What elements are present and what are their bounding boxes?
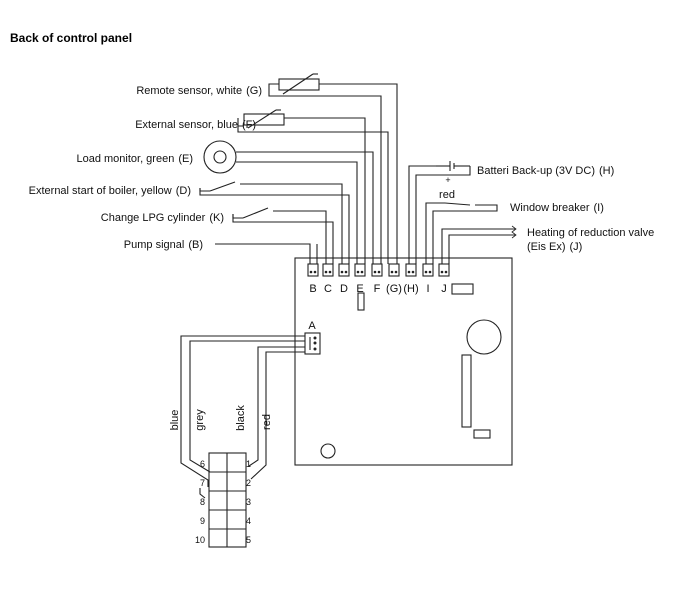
label-pump-signal: Pump signal(B): [124, 239, 203, 251]
pump-signal-wire: [215, 243, 311, 264]
terminal-1: [322, 263, 334, 277]
terminal-pin: [411, 270, 415, 274]
cable-a-to-plug: [180, 335, 305, 499]
plug-pin-number: 1: [246, 459, 251, 469]
battery-icon: [408, 161, 471, 264]
terminal-0: [307, 263, 319, 277]
terminal-pin: [424, 270, 428, 274]
battery-wire-color: red: [439, 189, 455, 201]
plug-pin-number: 8: [200, 497, 205, 507]
terminal-3: [354, 263, 366, 277]
label-heating-valve: Heating of reduction valve: [527, 227, 654, 239]
board-component-buzzer: [466, 319, 502, 355]
terminal-4: [371, 263, 383, 277]
plug-pin-number: 7: [200, 478, 205, 488]
board-component-strip: [461, 354, 472, 428]
heating-valve-icon: [441, 225, 517, 264]
label-battery: Batteri Back-up (3V DC)(H): [477, 165, 614, 177]
terminal-pin: [407, 270, 411, 274]
plug-pin-number: 10: [195, 535, 205, 545]
change-lpg-switch-icon: [232, 207, 334, 264]
plug-pin-number: 4: [246, 516, 251, 526]
plug-pins-left: 6 7 8 9 10: [195, 459, 205, 545]
wire-color-grey: grey: [194, 409, 206, 431]
battery-polarity: +: [445, 175, 450, 185]
terminal-pin: [390, 270, 394, 274]
remote-sensor-resistor-icon: [268, 73, 398, 264]
terminal-pin: [344, 270, 348, 274]
terminal-label: (H): [403, 283, 418, 295]
plug-pin-number: 5: [246, 535, 251, 545]
label-load-monitor: Load monitor, green(E): [76, 153, 193, 165]
window-breaker-switch-icon: [425, 202, 498, 264]
board-component-vertical: [357, 292, 365, 311]
label-change-lpg: Change LPG cylinder(K): [101, 212, 224, 224]
terminal-label: F: [374, 283, 381, 295]
board-mounting-hole: [320, 443, 336, 459]
terminal-label: D: [340, 283, 348, 295]
connector-a-label: A: [308, 320, 316, 332]
connector-a: [304, 332, 321, 355]
plug-pin-number: 3: [246, 497, 251, 507]
plug-pin-number: 9: [200, 516, 205, 526]
terminal-7: [422, 263, 434, 277]
wire-color-blue: blue: [169, 410, 181, 431]
board-component-led: [473, 429, 491, 439]
terminal-label: B: [309, 283, 316, 295]
terminal-8: [438, 263, 450, 277]
terminal-label: C: [324, 283, 332, 295]
terminal-label: (G): [386, 283, 402, 295]
label-heating-code: (Eis Ex)(J): [527, 241, 582, 253]
terminal-pin: [324, 270, 328, 274]
terminal-pin: [373, 270, 377, 274]
label-remote-sensor: Remote sensor, white(G): [136, 85, 262, 97]
terminal-pin: [340, 270, 344, 274]
terminal-pin: [313, 270, 317, 274]
terminal-label: J: [441, 283, 447, 295]
terminal-pin: [428, 270, 432, 274]
board-component-small: [451, 283, 474, 295]
external-sensor-resistor-icon: [237, 109, 389, 264]
label-window-breaker: Window breaker(I): [510, 202, 604, 214]
terminal-pin: [356, 270, 360, 274]
wire-color-red: red: [261, 414, 273, 430]
plug-pin-number: 6: [200, 459, 205, 469]
terminal-pin: [377, 270, 381, 274]
terminal-6: [405, 263, 417, 277]
terminal-5: [388, 263, 400, 277]
terminal-pin: [394, 270, 398, 274]
plug-connector: [208, 452, 247, 548]
terminal-2: [338, 263, 350, 277]
terminal-pin: [360, 270, 364, 274]
wire-color-black: black: [235, 405, 247, 431]
terminal-pin: [444, 270, 448, 274]
terminal-label: I: [426, 283, 429, 295]
terminal-pin: [328, 270, 332, 274]
label-external-start: External start of boiler, yellow(D): [29, 185, 191, 197]
plug-pins-right: 1 2 3 4 5: [246, 459, 251, 545]
terminal-pin: [440, 270, 444, 274]
diagram-title: Back of control panel: [10, 31, 132, 45]
terminal-label: E: [356, 283, 363, 295]
plug-pin-number: 2: [246, 478, 251, 488]
load-monitor-icon: [203, 140, 374, 264]
control-panel-board: [294, 257, 513, 466]
external-start-switch-icon: [199, 181, 350, 264]
terminal-pin: [309, 270, 313, 274]
